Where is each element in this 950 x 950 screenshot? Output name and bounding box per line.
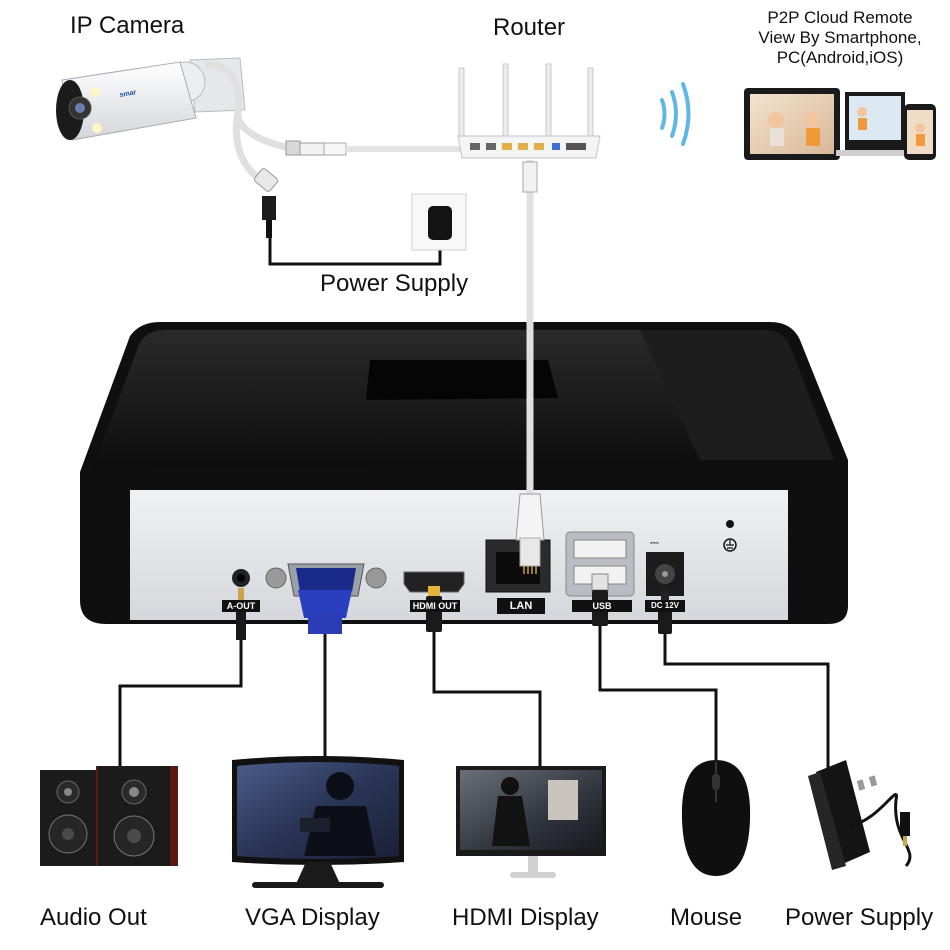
power-adapter-top-icon bbox=[411, 193, 467, 251]
p2p-label-line2: View By Smartphone, bbox=[758, 28, 922, 47]
port-label-lan: LAN bbox=[497, 598, 545, 614]
audio-out-label: Audio Out bbox=[40, 904, 147, 931]
mouse-icon bbox=[681, 760, 751, 876]
port-label-dc: DC 12V bbox=[645, 600, 685, 612]
vga-monitor-icon bbox=[232, 756, 404, 888]
mouse-label: Mouse bbox=[670, 904, 743, 931]
vga-display-label: VGA Display bbox=[245, 904, 380, 931]
power-supply-top-label: Power Supply bbox=[320, 270, 469, 297]
hdmi-monitor-icon bbox=[456, 766, 606, 878]
port-label-audio: A-OUT bbox=[222, 600, 260, 612]
p2p-label-line3: PC(Android,iOS) bbox=[776, 48, 904, 67]
power-supply-bottom-label: Power Supply bbox=[785, 904, 934, 931]
ip-camera-label: IP Camera bbox=[70, 12, 185, 39]
p2p-label-line1: P2P Cloud Remote bbox=[767, 8, 913, 27]
hdmi-port-icon bbox=[403, 571, 465, 593]
router-icon bbox=[457, 63, 601, 159]
nvr-recorder bbox=[80, 322, 848, 624]
port-label-hdmi: HDMI OUT bbox=[410, 600, 460, 612]
hdmi-display-label: HDMI Display bbox=[452, 904, 599, 931]
lan-port-icon bbox=[485, 539, 551, 593]
wifi-signal-icon bbox=[660, 82, 691, 146]
port-label-usb: USB bbox=[572, 600, 632, 612]
vga-cable bbox=[298, 590, 352, 768]
dc-power-port-icon: ⎓ bbox=[646, 537, 684, 596]
svg-text:⎓: ⎓ bbox=[650, 537, 659, 549]
vga-port-icon bbox=[265, 563, 387, 597]
camera-brand-text: smar bbox=[119, 89, 137, 99]
ip-camera-icon: smar bbox=[56, 57, 246, 141]
speakers-icon bbox=[40, 766, 178, 866]
remote-devices-icon bbox=[744, 88, 936, 160]
power-adapter-bottom-icon bbox=[808, 760, 912, 870]
router-label: Router bbox=[493, 14, 566, 41]
p2p-label: P2P Cloud Remote View By Smartphone, PC(… bbox=[733, 8, 947, 68]
